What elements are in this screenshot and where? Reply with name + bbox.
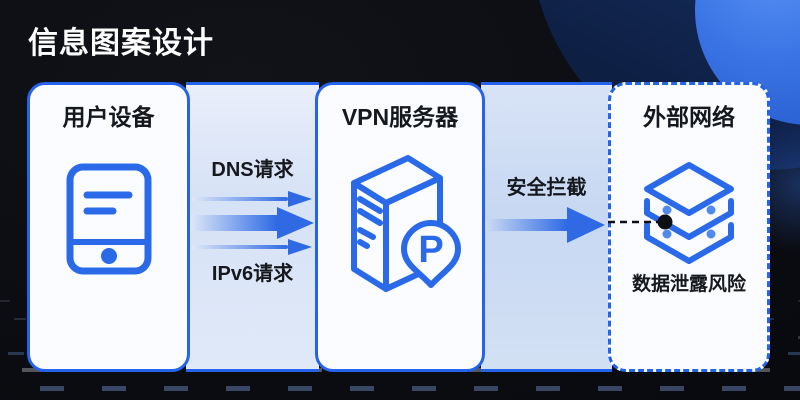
- card-user-device-title: 用户设备: [62, 104, 155, 130]
- label-ipv6-request: IPv6请求: [211, 263, 294, 285]
- leak-point-dot: [657, 214, 673, 230]
- card-vpn-server: VPN服务器 P: [315, 82, 485, 372]
- flow-diagram: 用户设备 DNS请求: [27, 82, 770, 372]
- label-security-block: 安全拦截: [506, 177, 587, 199]
- leak-dashed-line: [608, 214, 673, 230]
- card-user-device: 用户设备: [27, 82, 190, 372]
- block-arrow-icon: [485, 207, 605, 243]
- connector-device-to-vpn: DNS请求 IPv6请求: [186, 82, 319, 372]
- server-pin-icon: P: [351, 155, 461, 292]
- card-vpn-server-title: VPN服务器: [341, 104, 459, 130]
- page-title: 信息图案设计: [28, 27, 214, 60]
- card-external-network-title: 外部网络: [643, 104, 735, 130]
- connector-vpn-to-external: 安全拦截: [481, 82, 612, 372]
- database-icon: [644, 162, 734, 264]
- label-data-leak-risk: 数据泄露风险: [631, 274, 746, 295]
- card-external-network: 外部网络 数据泄露风险: [608, 82, 770, 372]
- smartphone-icon: [66, 163, 151, 275]
- request-arrows-icon: [190, 191, 314, 255]
- pin-letter: P: [418, 229, 443, 271]
- label-dns-request: DNS请求: [211, 159, 294, 181]
